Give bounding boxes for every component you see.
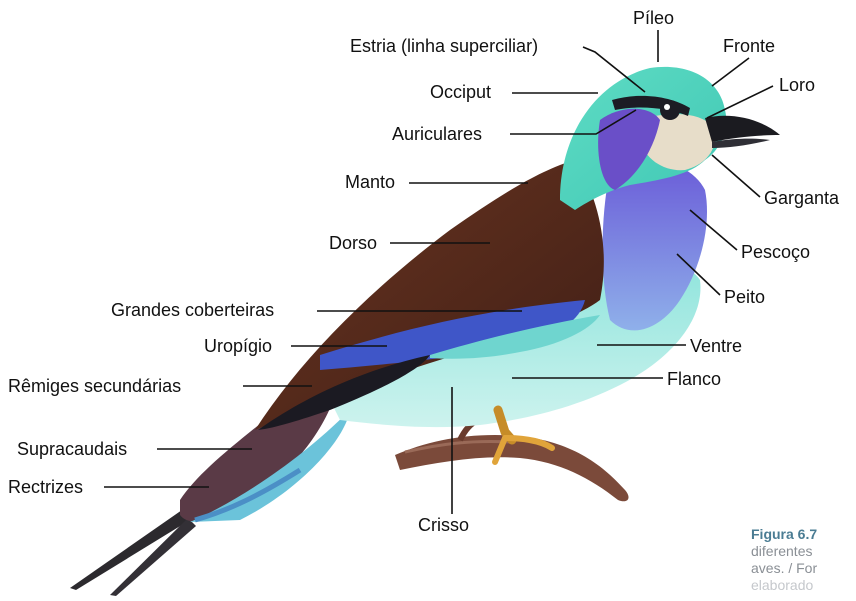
label-supracaudais: Supracaudais: [17, 439, 127, 459]
label-garganta: Garganta: [764, 188, 839, 208]
label-dorso: Dorso: [329, 233, 377, 253]
caption-line-1: diferentes: [751, 543, 856, 560]
tail-streamers: [70, 510, 196, 596]
label-remiges-secundarias: Rêmiges secundárias: [8, 376, 181, 396]
label-uropigio: Uropígio: [204, 336, 272, 356]
label-occiput: Occiput: [430, 82, 491, 102]
label-peito: Peito: [724, 287, 765, 307]
caption-line-3: elaborado: [751, 577, 856, 594]
label-flanco: Flanco: [667, 369, 721, 389]
label-loro: Loro: [779, 75, 815, 95]
label-rectrizes: Rectrizes: [8, 477, 83, 497]
caption-figure: Figura 6.7: [751, 526, 856, 543]
label-estria: Estria (linha superciliar): [350, 36, 538, 56]
label-crisso: Crisso: [418, 515, 469, 535]
caption-line-2: aves. / For: [751, 560, 856, 577]
branch: [395, 420, 629, 501]
label-auriculares: Auriculares: [392, 124, 482, 144]
label-manto: Manto: [345, 172, 395, 192]
body: [255, 160, 707, 430]
label-pescoco: Pescoço: [741, 242, 810, 262]
label-ventre: Ventre: [690, 336, 742, 356]
label-grandes-coberteiras: Grandes coberteiras: [111, 300, 274, 320]
figure-caption: Figura 6.7 diferentes aves. / For elabor…: [751, 526, 856, 594]
label-pileo: Píleo: [633, 8, 674, 28]
label-fronte: Fronte: [723, 36, 775, 56]
